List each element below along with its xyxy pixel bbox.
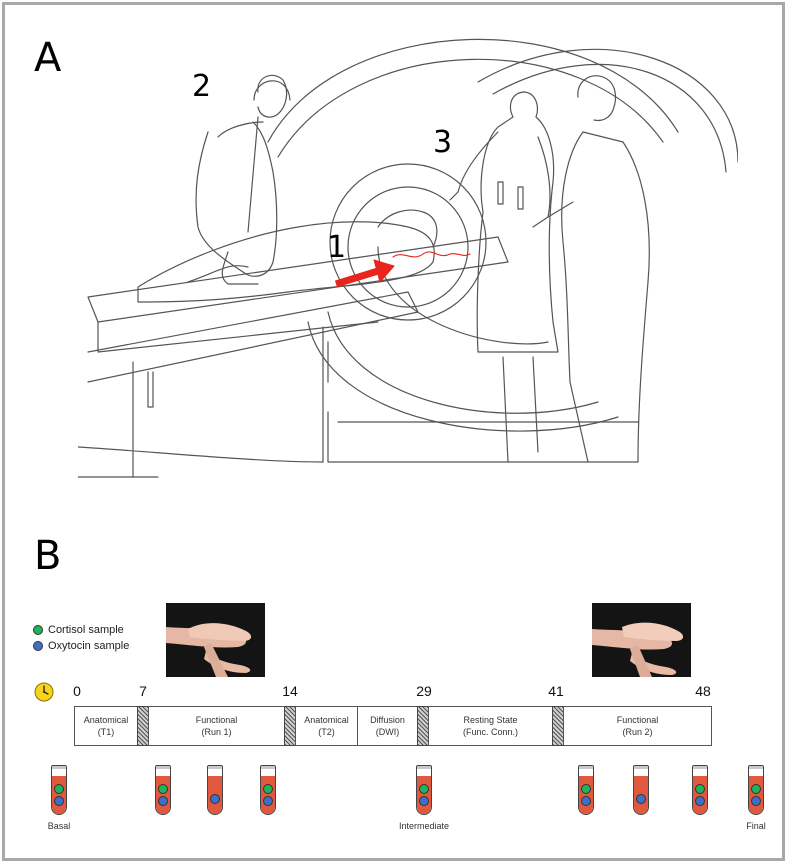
blood-tube [748, 765, 764, 815]
oxytocin-sample-dot [54, 796, 64, 806]
block-subtitle: (Func. Conn.) [463, 726, 518, 738]
callout-2: 2 [192, 72, 211, 102]
block-subtitle: (Run 2) [622, 726, 652, 738]
block-title: Resting State [463, 714, 517, 726]
legend-item-oxytocin: Oxytocin sample [33, 638, 129, 654]
blood-tube [51, 765, 67, 815]
block-functional-run2: Functional (Run 2) [563, 706, 712, 746]
legend-label: Oxytocin sample [48, 640, 129, 652]
clock-icon [34, 682, 54, 702]
block-title: Diffusion [370, 714, 405, 726]
cortisol-sample-dot [158, 784, 168, 794]
sample-legend: Cortisol sample Oxytocin sample [33, 622, 129, 654]
block-resting-state: Resting State (Func. Conn.) [428, 706, 553, 746]
block-diffusion: Diffusion (DWI) [357, 706, 418, 746]
blood-tube [578, 765, 594, 815]
blood-tube [633, 765, 649, 815]
block-subtitle: (DWI) [376, 726, 400, 738]
blood-tube [416, 765, 432, 815]
block-title: Anatomical [304, 714, 349, 726]
block-title: Functional [617, 714, 659, 726]
blood-tube [207, 765, 223, 815]
stroking-photo-2 [592, 603, 691, 677]
callout-3: 3 [433, 128, 452, 158]
blood-tube [692, 765, 708, 815]
block-anatomical-t1: Anatomical (T1) [74, 706, 138, 746]
cortisol-sample-dot [263, 784, 273, 794]
oxytocin-sample-dot [419, 796, 429, 806]
oxytocin-dot-icon [33, 641, 43, 651]
oxytocin-sample-dot [210, 794, 220, 804]
tick-label: 14 [282, 683, 298, 699]
tick-label: 48 [695, 683, 711, 699]
panel-a-label: A [34, 38, 61, 78]
tick-label: 7 [139, 683, 147, 699]
oxytocin-sample-dot [158, 796, 168, 806]
tube-label-final: Final [746, 821, 766, 831]
block-title: Anatomical [84, 714, 129, 726]
cortisol-dot-icon [33, 625, 43, 635]
tick-label: 29 [416, 683, 432, 699]
oxytocin-sample-dot [636, 794, 646, 804]
cortisol-sample-dot [581, 784, 591, 794]
tick-label: 0 [73, 683, 81, 699]
oxytocin-sample-dot [263, 796, 273, 806]
block-subtitle: (Run 1) [201, 726, 231, 738]
blood-tube [155, 765, 171, 815]
block-functional-run1: Functional (Run 1) [148, 706, 285, 746]
callout-1: 1 [327, 233, 346, 263]
oxytocin-sample-dot [751, 796, 761, 806]
cortisol-sample-dot [695, 784, 705, 794]
mri-scene-illustration [78, 22, 738, 492]
block-title: Functional [196, 714, 238, 726]
oxytocin-sample-dot [695, 796, 705, 806]
block-subtitle: (T2) [318, 726, 335, 738]
cortisol-sample-dot [751, 784, 761, 794]
legend-label: Cortisol sample [48, 624, 124, 636]
block-subtitle: (T1) [98, 726, 115, 738]
blood-tube [260, 765, 276, 815]
block-anatomical-t2: Anatomical (T2) [295, 706, 358, 746]
tube-label-basal: Basal [48, 821, 71, 831]
panel-b-label: B [34, 536, 61, 576]
tick-label: 41 [548, 683, 564, 699]
cortisol-sample-dot [419, 784, 429, 794]
tube-label-intermediate: Intermediate [399, 821, 449, 831]
legend-item-cortisol: Cortisol sample [33, 622, 129, 638]
iv-line [393, 252, 470, 257]
oxytocin-sample-dot [581, 796, 591, 806]
stroking-photo-1 [166, 603, 265, 677]
cortisol-sample-dot [54, 784, 64, 794]
